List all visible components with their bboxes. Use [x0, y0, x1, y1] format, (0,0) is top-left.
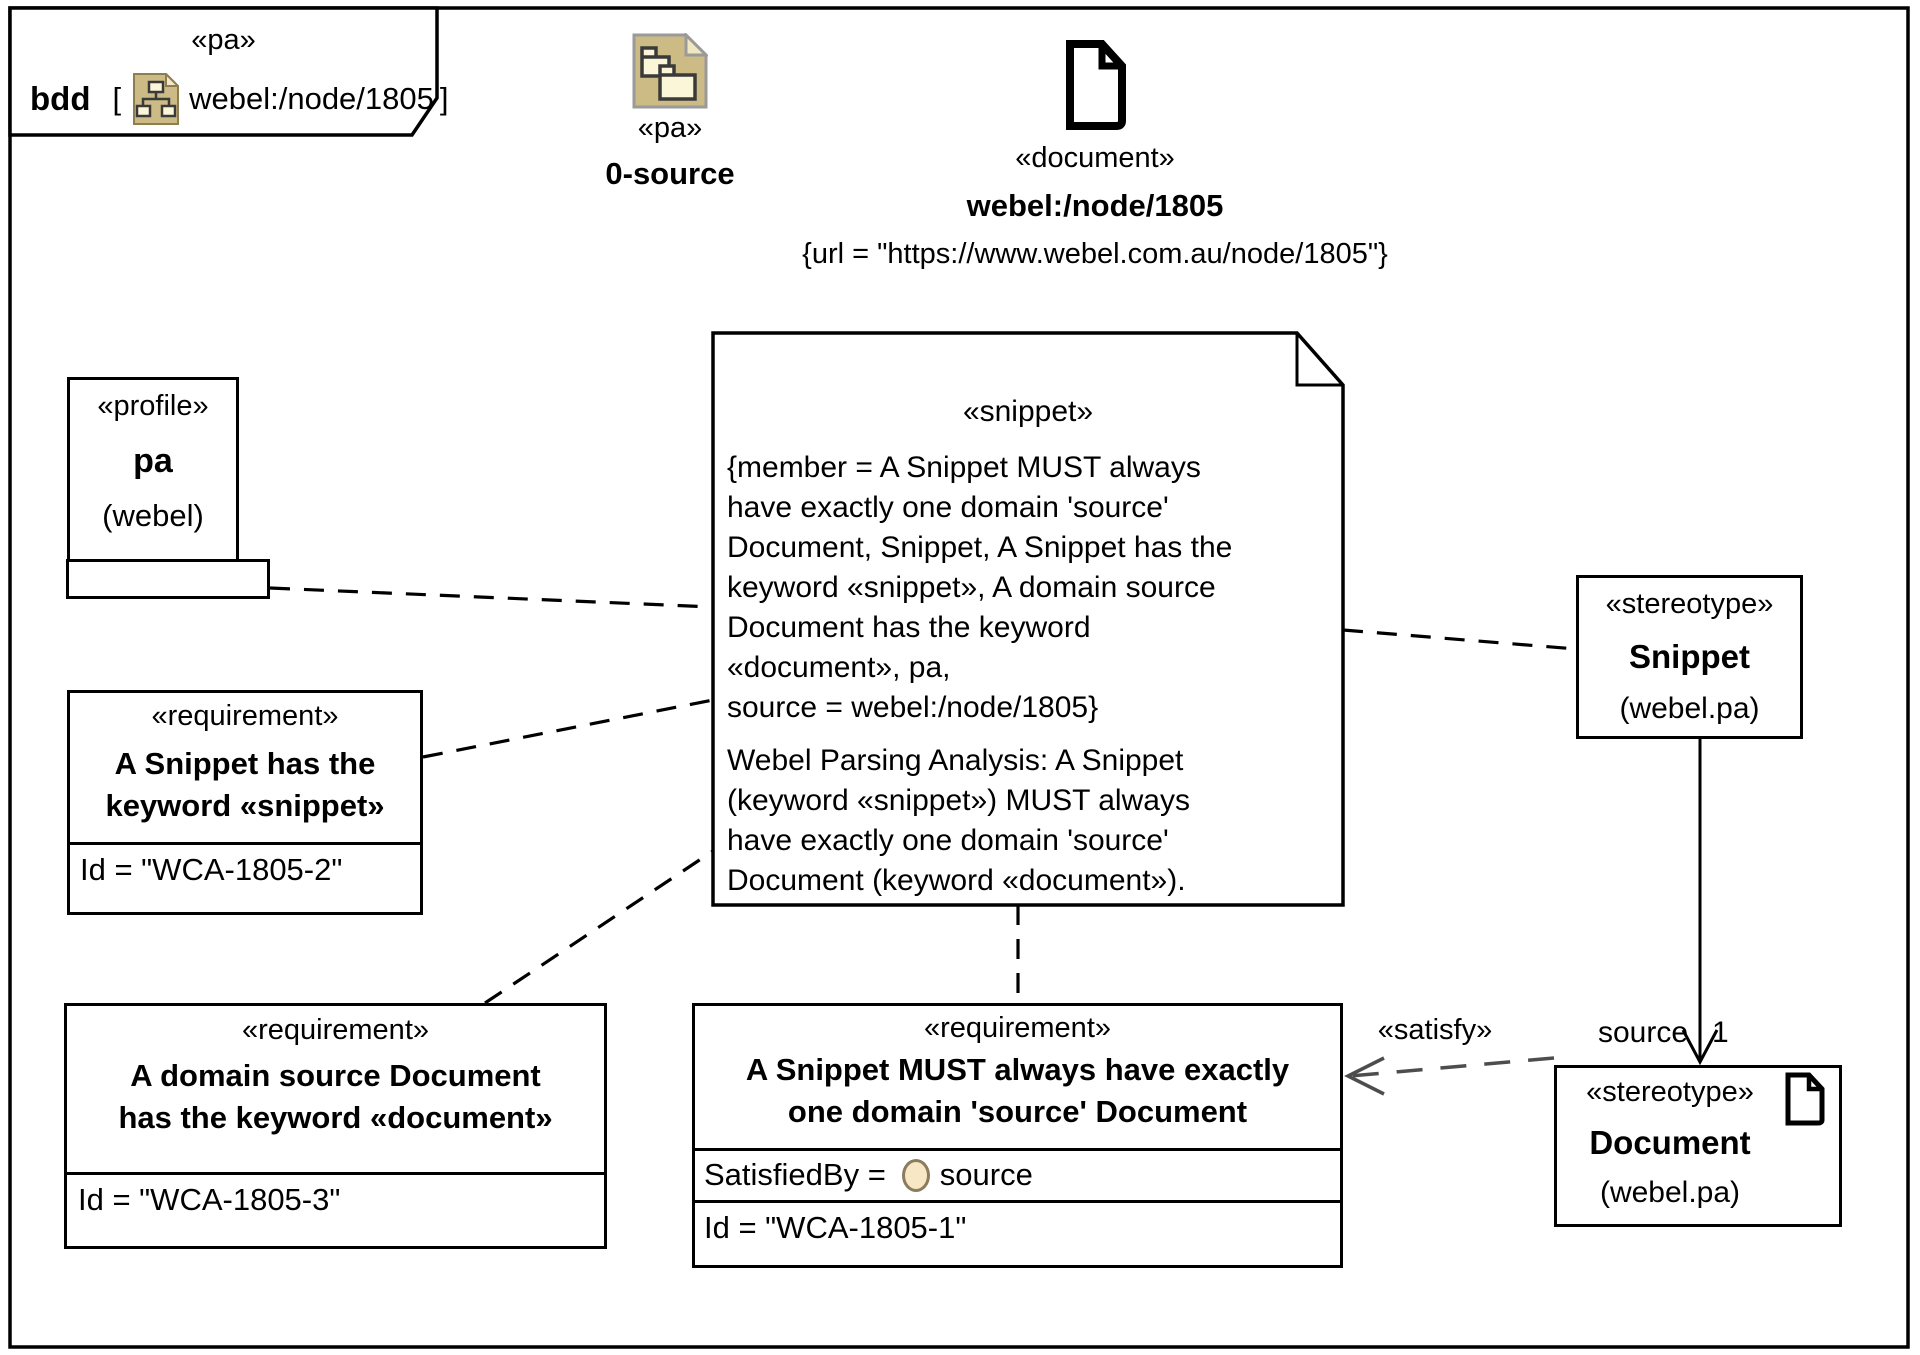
- anchor-line-req2-to-note[interactable]: [422, 698, 714, 759]
- stereotype-keyword: «stereotype»: [1605, 588, 1774, 620]
- snippet-note-body-text: Webel Parsing Analysis: A Snippet (keywo…: [727, 741, 1333, 901]
- anchor-line-note-to-snippet-stereotype[interactable]: [1342, 628, 1577, 651]
- snippet-note-stereotype: «snippet»: [962, 395, 1094, 428]
- frame-stereotype: «pa»: [191, 24, 256, 56]
- package-icon[interactable]: [632, 33, 708, 109]
- frame-close-bracket: ]: [439, 81, 449, 116]
- satisfy-dependency-line[interactable]: [1349, 1056, 1555, 1078]
- source-arrowhead-icon: [1681, 1029, 1719, 1066]
- stereotype-name: Document: [1589, 1124, 1751, 1161]
- requirement-stereotype: «requirement»: [151, 700, 339, 732]
- satisfied-by-row: SatisfiedBy = source: [704, 1152, 1033, 1198]
- note-text-line: source = webel:/node/1805}: [727, 691, 1099, 724]
- profile-stereotype: «profile»: [97, 390, 209, 422]
- diagram-frame-border: [8, 6, 1910, 1349]
- stereotype-keyword: «stereotype»: [1586, 1076, 1754, 1108]
- bdd-diagram-icon: [133, 73, 180, 125]
- satisfy-edge-label: «satisfy»: [1377, 1014, 1493, 1046]
- note-text-line: have exactly one domain 'source': [727, 491, 1169, 524]
- note-text-line: keyword «snippet», A domain source: [727, 571, 1216, 604]
- source-role-label: source: [1597, 1016, 1688, 1049]
- profile-node-tab[interactable]: [66, 559, 270, 599]
- document-node-stereotype: «document»: [1015, 142, 1175, 174]
- satisfy-arrowhead-icon: [1344, 1056, 1385, 1096]
- document-icon[interactable]: [1065, 40, 1127, 130]
- stereotype-namespace: (webel.pa): [1599, 1176, 1741, 1209]
- requirement-wca-1805-1[interactable]: [692, 1003, 1343, 1268]
- satisfied-by-label: SatisfiedBy =: [704, 1157, 886, 1192]
- frame-diagram-name: webel:/node/1805: [189, 81, 434, 116]
- anchor-line-req3-to-note[interactable]: [484, 849, 714, 1005]
- note-text-line: Document (keyword «document»).: [727, 864, 1186, 897]
- requirement-id: Id = "WCA-1805-1": [704, 1210, 967, 1245]
- requirement-name-line: A Snippet has the: [114, 746, 376, 781]
- requirement-name-line: A Snippet MUST always have exactly: [745, 1052, 1290, 1087]
- profile-namespace: (webel): [102, 498, 204, 533]
- requirement-wca-1805-2[interactable]: [67, 690, 423, 915]
- package-name[interactable]: 0-source: [605, 156, 735, 191]
- requirement-id: Id = "WCA-1805-2": [80, 852, 343, 887]
- satisfied-by-value[interactable]: source: [939, 1157, 1033, 1192]
- frame-kind-label: bdd: [30, 80, 91, 117]
- note-text-line: Document, Snippet, A Snippet has the: [727, 531, 1233, 564]
- note-fold-corner-icon: [1295, 333, 1343, 387]
- document-small-icon: [1785, 1072, 1825, 1126]
- snippet-note-member-text: {member = A Snippet MUST always have exa…: [727, 448, 1333, 728]
- note-text-line: have exactly one domain 'source': [727, 824, 1169, 857]
- profile-node[interactable]: [67, 377, 239, 562]
- requirement-name-line: one domain 'source' Document: [787, 1094, 1248, 1129]
- diagram-title-block[interactable]: [8, 6, 439, 137]
- profile-name: pa: [133, 442, 173, 480]
- compartment-divider: [67, 1172, 604, 1175]
- note-text-line: Document has the keyword: [727, 611, 1091, 644]
- anchor-line-profile-to-note[interactable]: [269, 586, 714, 609]
- stereotype-namespace: (webel.pa): [1619, 692, 1760, 725]
- compartment-divider: [695, 1148, 1340, 1151]
- frame-open-bracket: [: [112, 81, 122, 116]
- requirement-name-line: has the keyword «document»: [118, 1100, 553, 1135]
- multiplicity-label: 1: [1712, 1016, 1729, 1049]
- frame-header: bdd [ webel:/node/1805 ]: [30, 70, 449, 128]
- note-text-line: (keyword «snippet») MUST always: [727, 784, 1190, 817]
- note-text-line: «document», pa,: [727, 651, 951, 684]
- property-ellipse-icon: [901, 1158, 930, 1192]
- document-url-constraint: {url = "https://www.webel.com.au/node/18…: [802, 238, 1388, 270]
- document-node-name[interactable]: webel:/node/1805: [966, 188, 1224, 223]
- requirement-stereotype: «requirement»: [924, 1012, 1111, 1044]
- snippet-note-shape[interactable]: [711, 331, 1345, 907]
- requirement-stereotype: «requirement»: [242, 1014, 429, 1046]
- compartment-divider: [70, 842, 420, 845]
- requirement-wca-1805-3[interactable]: [64, 1003, 607, 1249]
- requirement-id: Id = "WCA-1805-3": [78, 1182, 341, 1217]
- requirement-name-line: keyword «snippet»: [105, 788, 385, 823]
- note-text-line: Webel Parsing Analysis: A Snippet: [727, 744, 1184, 777]
- note-text-line: {member = A Snippet MUST always: [727, 451, 1201, 484]
- stereotype-name: Snippet: [1629, 638, 1750, 675]
- requirement-name-line: A domain source Document: [130, 1058, 541, 1093]
- package-stereotype: «pa»: [637, 112, 703, 144]
- compartment-divider: [695, 1200, 1340, 1203]
- stereotype-snippet-node[interactable]: [1576, 575, 1803, 739]
